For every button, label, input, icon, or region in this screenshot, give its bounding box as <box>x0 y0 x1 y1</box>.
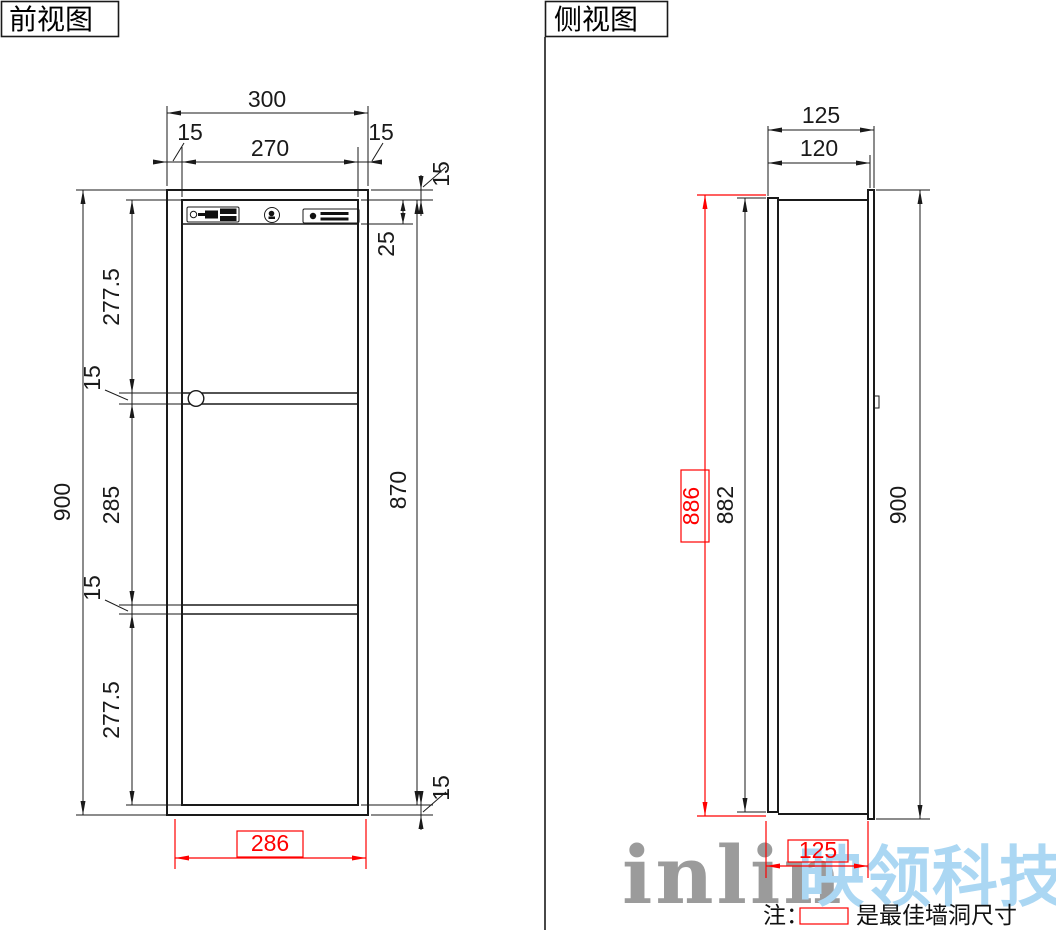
front-wall-hole-dimension: 286 <box>174 819 367 869</box>
side-title-text: 侧视图 <box>554 4 638 35</box>
side-back-wall <box>767 197 779 813</box>
label-text-block-top <box>220 208 237 214</box>
front-door-panel <box>181 199 359 806</box>
door-handle <box>873 395 880 409</box>
key-label-plate <box>186 206 240 223</box>
dim-900-door-height: 900 <box>885 486 911 524</box>
dim-300: 300 <box>248 86 286 112</box>
dim-277-5-bottom: 277.5 <box>98 681 124 739</box>
round-badge-icon <box>264 207 280 223</box>
dim-15-flange-right: 15 <box>368 119 394 145</box>
side-title-box <box>544 0 669 38</box>
side-wall-hole-dimension: 125 <box>765 821 869 878</box>
front-view: 300 270 15 15 15 25 <box>49 86 454 869</box>
badge-glyph-base-icon <box>268 216 275 219</box>
legend-note: 注： 是最佳墙洞尺寸 <box>763 903 1017 929</box>
header-label-plates <box>186 206 360 224</box>
key-teeth-icon <box>205 210 218 219</box>
side-view: 125 120 886 882 9 <box>678 102 930 878</box>
front-top-dimensions: 300 270 15 15 <box>153 86 394 197</box>
info-text-line-1 <box>320 212 349 215</box>
front-left-dimensions: 900 277.5 285 277.5 15 15 <box>49 189 181 816</box>
note-red-box-sample <box>799 907 849 925</box>
watermark: inlin 映领科技 <box>622 828 1056 922</box>
dim-886-highlight-box <box>680 469 710 543</box>
side-top-dimensions: 125 120 <box>767 102 875 196</box>
side-door-panel <box>867 189 875 820</box>
dim-15-rail-bottom: 15 <box>79 575 105 601</box>
dim-886-wall-hole-height: 886 <box>678 487 704 525</box>
front-title-text: 前视图 <box>9 4 93 35</box>
dim-25-header: 25 <box>373 231 399 257</box>
front-title-box <box>0 0 120 38</box>
shelf-rails <box>182 390 358 615</box>
note-suffix: 是最佳墙洞尺寸 <box>856 903 1017 929</box>
dim-125-wall-hole-depth: 125 <box>799 837 837 863</box>
info-label-plate <box>302 208 360 224</box>
dim-286-highlight-box <box>236 830 304 858</box>
front-view-title-block: 前视图 <box>0 0 120 38</box>
lock-hole <box>187 390 205 408</box>
dim-286-wall-hole-width: 286 <box>251 830 289 856</box>
badge-glyph-icon <box>268 210 275 217</box>
key-shaft-icon <box>198 213 205 216</box>
dim-870-door-height: 870 <box>385 471 411 509</box>
dim-15-flange-left: 15 <box>177 119 203 145</box>
dim-277-5-top: 277.5 <box>98 268 124 326</box>
dim-125-depth-overall: 125 <box>802 102 840 128</box>
dim-120-depth-body: 120 <box>800 135 838 161</box>
dim-882-body-height: 882 <box>712 486 738 524</box>
side-vertical-dimensions: 886 882 900 <box>678 189 930 820</box>
watermark-cjk-text: 映领科技 <box>798 840 1056 914</box>
label-text-block-bottom <box>220 216 237 221</box>
dim-285-middle: 285 <box>98 486 124 524</box>
side-view-title-block: 侧视图 <box>544 0 669 38</box>
watermark-latin-text: inlin <box>622 828 845 922</box>
dim-15-flange-top: 15 <box>428 161 454 187</box>
dim-125-highlight-box <box>787 839 849 863</box>
info-dot-icon <box>309 212 317 220</box>
dim-900-overall-height: 900 <box>49 483 75 521</box>
front-right-dimensions: 15 25 870 15 <box>361 161 454 830</box>
dim-15-rail-top: 15 <box>79 365 105 391</box>
note-prefix: 注： <box>763 903 809 929</box>
key-icon <box>189 210 198 219</box>
dim-15-flange-bottom: 15 <box>428 775 454 801</box>
dim-270: 270 <box>251 135 289 161</box>
info-text-line-2 <box>320 217 349 221</box>
front-outer-flange <box>166 189 369 816</box>
